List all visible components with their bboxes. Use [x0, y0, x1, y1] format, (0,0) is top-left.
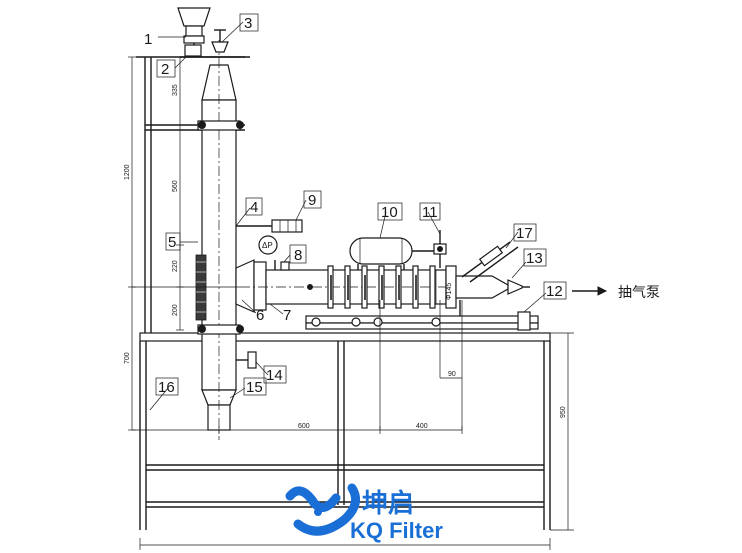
callout-labels: 1 2 3 4 5 6 7 8 9 10 11 12 13 14 15 16 1…	[144, 13, 567, 396]
callout-12-box	[543, 281, 567, 300]
pump-label: 抽气泵	[618, 285, 660, 301]
pressure-gauge-label: ΔP	[262, 241, 273, 250]
pump-outlet: 抽气泵	[572, 285, 660, 301]
callout-4: 4	[250, 199, 258, 216]
dimension-lines	[128, 56, 574, 550]
callout-6: 6	[256, 307, 264, 324]
horizontal-duct	[235, 259, 530, 313]
dim-335: 335	[172, 84, 179, 96]
callout-14-box	[263, 365, 287, 384]
callout-12: 12	[546, 283, 563, 300]
callout-2: 2	[161, 61, 169, 78]
callout-8-box	[289, 244, 307, 264]
dim-700: 700	[124, 352, 131, 364]
logo-chinese-text: 坤启	[362, 488, 414, 519]
dim-600: 600	[298, 423, 310, 430]
callout-16-box	[155, 377, 179, 396]
callout-15-box	[243, 377, 267, 396]
sensor-assembly	[461, 241, 519, 283]
callout-17: 17	[516, 225, 533, 242]
callout-8: 8	[294, 247, 302, 264]
callout-13: 13	[526, 250, 543, 267]
top-feeder	[177, 7, 250, 58]
dim-950: 950	[560, 406, 567, 418]
callout-4-box	[245, 197, 263, 216]
vertical-column	[195, 40, 244, 440]
callout-3-box	[239, 13, 259, 32]
kq-filter-logo: 坤启 KQ Filter	[285, 483, 443, 543]
callout-13-box	[523, 248, 547, 267]
callout-14: 14	[266, 367, 283, 384]
logo-english-text: KQ Filter	[350, 518, 443, 543]
support-table	[139, 332, 551, 530]
dim-560: 560	[172, 180, 179, 192]
dim-1200: 1200	[124, 164, 131, 180]
leader-lines	[149, 21, 547, 411]
dim-400: 400	[416, 423, 428, 430]
dim-145: Φ145	[446, 283, 453, 300]
dim-220: 220	[172, 260, 179, 272]
callout-5-box	[165, 232, 181, 251]
callout-5: 5	[168, 234, 176, 251]
callout-7: 7	[283, 307, 291, 324]
horizontal-tank	[349, 230, 447, 270]
arrow-right-icon	[597, 286, 608, 296]
callout-11-box	[419, 202, 441, 221]
dim-200: 200	[172, 304, 179, 316]
callout-11: 11	[422, 204, 438, 221]
lower-rail	[305, 300, 539, 331]
callout-10: 10	[381, 204, 398, 221]
misc-components	[236, 219, 303, 369]
dim-90: 90	[448, 371, 456, 378]
callout-16: 16	[158, 379, 175, 396]
callout-10-box	[377, 202, 403, 221]
callout-9-box	[303, 190, 322, 209]
callout-1: 1	[144, 31, 152, 48]
callout-17-box	[513, 223, 537, 242]
callout-9: 9	[308, 192, 316, 209]
dimension-texts: 335 1200 560 220 200 700 600 400 90 950 …	[124, 84, 567, 430]
callout-15: 15	[246, 379, 263, 396]
callout-3: 3	[244, 15, 252, 32]
callout-2-box	[156, 59, 176, 78]
